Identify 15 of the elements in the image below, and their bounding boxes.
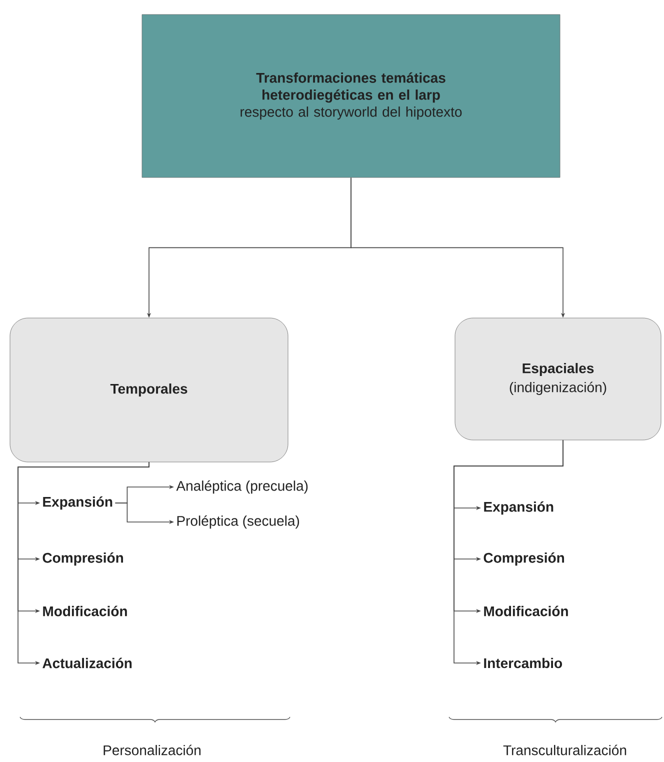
list-item: Actualización bbox=[42, 658, 132, 668]
list-item: Expansión bbox=[43, 496, 112, 510]
sub-item: Analéptica (precuela) bbox=[176, 480, 308, 494]
category-box: Temporales bbox=[10, 318, 288, 462]
list-item: Compresión bbox=[484, 552, 564, 566]
brace-label: Transculturalización bbox=[503, 744, 626, 756]
list-item: Modificación bbox=[43, 606, 127, 616]
list-item: Compresión bbox=[42, 552, 123, 566]
list-item: Modificación bbox=[484, 606, 568, 616]
sub-item: Proléptica (secuela) bbox=[177, 515, 300, 529]
brace-label: Personalización bbox=[104, 744, 200, 756]
category-box: Espaciales (indigenización) bbox=[454, 318, 662, 440]
list-item: Expansión bbox=[484, 501, 554, 515]
list-item: Intercambio bbox=[484, 658, 562, 668]
title-box: Transformaciones temáticas heterodiegéticas en el larp respecto al storyworld del hipotexto bbox=[142, 14, 560, 178]
